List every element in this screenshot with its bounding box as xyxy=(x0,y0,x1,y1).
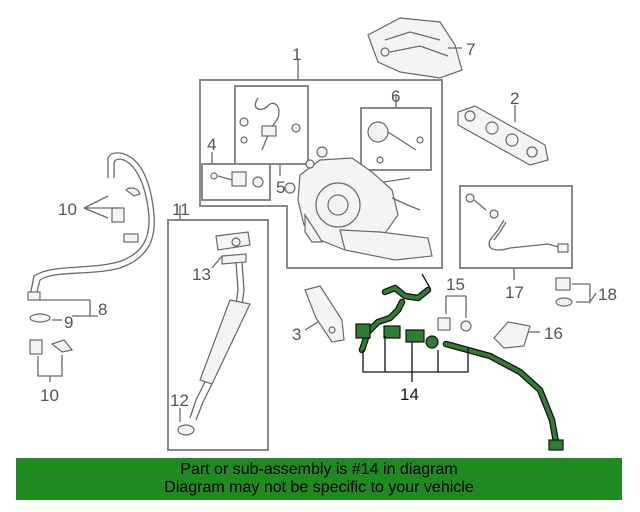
callout-9: 9 xyxy=(64,313,73,332)
vacuum-line-part[interactable] xyxy=(239,97,301,151)
sub-box-5 xyxy=(234,85,309,165)
banner-line-1: Part or sub-assembly is #14 in diagram xyxy=(180,461,458,478)
callout-2: 2 xyxy=(510,89,519,108)
callout-4: 4 xyxy=(207,135,216,154)
callout-8: 8 xyxy=(98,300,107,319)
coolant-line-kit-part[interactable] xyxy=(355,273,564,451)
callout-6: 6 xyxy=(391,87,400,106)
union-bolt-part[interactable] xyxy=(555,277,573,307)
callout-1: 1 xyxy=(292,45,301,64)
washer-part[interactable] xyxy=(29,313,51,323)
oil-return-pipe-part[interactable] xyxy=(177,231,251,436)
banjo-bolt-part[interactable] xyxy=(29,339,74,355)
callout-16: 16 xyxy=(544,324,563,343)
callout-7: 7 xyxy=(466,40,475,59)
callout-10-bottom: 10 xyxy=(40,386,59,405)
callout-17: 17 xyxy=(505,283,524,302)
banner-line-2: Diagram may not be specific to your vehi… xyxy=(164,479,474,496)
callout-11: 11 xyxy=(172,200,190,219)
actuator-part[interactable] xyxy=(210,171,264,188)
turbo-assembly-box xyxy=(199,79,443,269)
heat-shield-part[interactable] xyxy=(367,17,463,79)
oil-line-box xyxy=(459,185,573,269)
fitting-part[interactable] xyxy=(437,317,472,332)
info-banner: Part or sub-assembly is #14 in diagram D… xyxy=(16,458,622,500)
callout-15: 15 xyxy=(446,275,465,294)
callout-3: 3 xyxy=(292,325,301,344)
callout-14: 14 xyxy=(400,385,419,404)
bracket-part[interactable] xyxy=(304,285,345,343)
oil-line-part[interactable] xyxy=(465,193,569,253)
callout-18: 18 xyxy=(598,285,617,304)
wastegate-actuator-part[interactable] xyxy=(367,121,424,164)
oil-feed-line-part[interactable] xyxy=(27,152,155,301)
oil-return-box xyxy=(167,219,269,451)
callout-13: 13 xyxy=(192,265,211,284)
turbocharger-part[interactable] xyxy=(284,146,433,261)
callout-5: 5 xyxy=(276,178,285,197)
sub-box-4 xyxy=(201,163,271,201)
callout-12: 12 xyxy=(170,391,189,410)
line-bracket-part[interactable] xyxy=(493,321,531,349)
callout-10-top: 10 xyxy=(58,200,77,219)
manifold-gasket-part[interactable] xyxy=(457,105,549,166)
